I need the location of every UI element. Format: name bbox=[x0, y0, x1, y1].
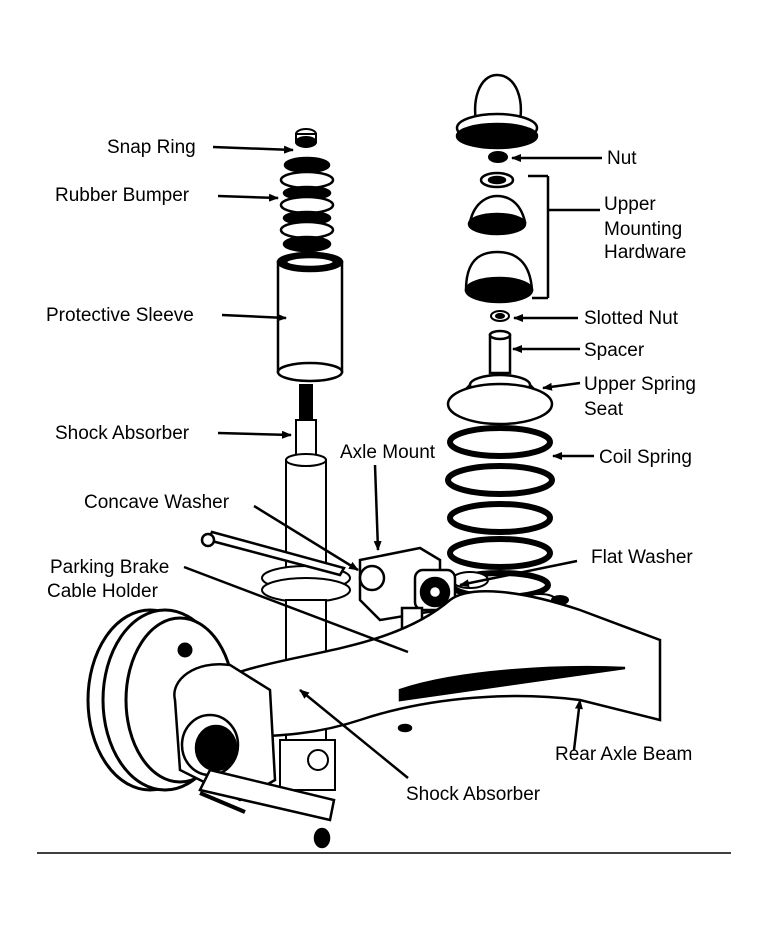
rubber-bumper-part bbox=[279, 156, 335, 253]
axle-mount-part bbox=[200, 530, 457, 638]
strut-cap-part bbox=[455, 73, 539, 150]
label-shock-absorber-lower: Shock Absorber bbox=[406, 784, 541, 805]
label-snap-ring: Snap Ring bbox=[107, 137, 196, 158]
label-upper-spring-seat-2: Seat bbox=[584, 399, 624, 420]
leader-lines bbox=[183, 145, 602, 779]
upper-mounting-hardware-part bbox=[464, 171, 534, 304]
label-upper-mounting-2: Mounting bbox=[604, 219, 682, 240]
trailing-arm-bracket-part bbox=[173, 662, 336, 849]
label-axle-mount: Axle Mount bbox=[340, 442, 436, 463]
label-parking-brake-2: Cable Holder bbox=[47, 581, 159, 602]
label-shock-absorber-upper: Shock Absorber bbox=[55, 423, 190, 444]
label-flat-washer: Flat Washer bbox=[591, 547, 693, 568]
slotted-nut-part bbox=[490, 310, 510, 322]
label-coil-spring: Coil Spring bbox=[599, 447, 692, 468]
label-slotted-nut: Slotted Nut bbox=[584, 308, 679, 329]
label-spacer: Spacer bbox=[584, 340, 645, 361]
label-nut: Nut bbox=[607, 148, 637, 169]
label-protective-sleeve: Protective Sleeve bbox=[46, 305, 194, 326]
label-upper-mounting-1: Upper bbox=[604, 194, 656, 215]
label-rubber-bumper: Rubber Bumper bbox=[55, 185, 190, 206]
label-upper-spring-seat-1: Upper Spring bbox=[584, 374, 696, 395]
label-upper-mounting-3: Hardware bbox=[604, 242, 686, 263]
label-rear-axle-beam: Rear Axle Beam bbox=[555, 744, 692, 765]
spacer-part bbox=[488, 329, 512, 375]
label-parking-brake-1: Parking Brake bbox=[50, 557, 169, 578]
snap-ring-part bbox=[295, 128, 317, 148]
nut-part bbox=[488, 151, 508, 163]
label-concave-washer: Concave Washer bbox=[84, 492, 230, 513]
upper-spring-seat-part bbox=[446, 373, 554, 426]
protective-sleeve-part bbox=[276, 251, 344, 383]
